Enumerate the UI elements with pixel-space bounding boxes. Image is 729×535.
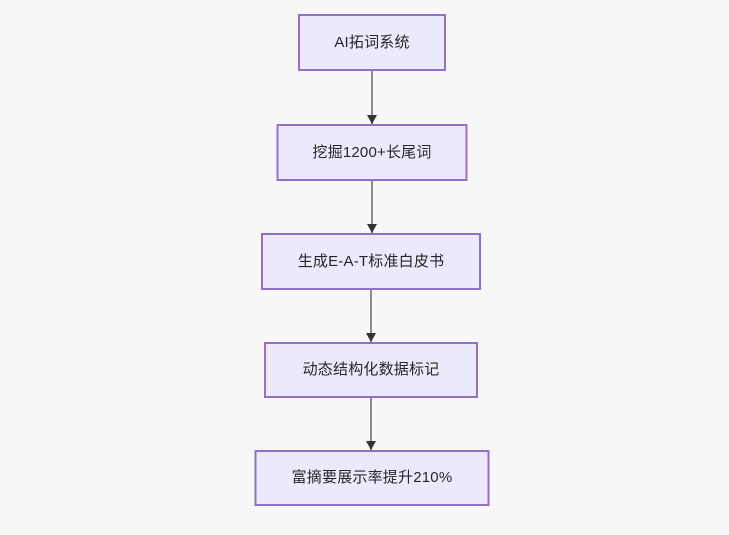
flow-edge-3-to-4 [364,290,378,342]
flow-edge-2-to-3 [365,181,379,233]
flow-node-label: 生成E-A-T标准白皮书 [297,252,445,270]
flow-edge-1-to-2 [365,71,379,124]
flow-node-label: 动态结构化数据标记 [302,361,440,378]
edge-line [370,290,372,342]
flow-node-ai-keyword-system[interactable]: AI拓词系统 [298,14,446,71]
flow-node-rich-snippet-rate-increase[interactable]: 富摘要展示率提升210% [254,450,490,506]
arrow-head-icon [367,115,377,124]
arrow-head-icon [367,224,377,233]
arrow-head-icon [366,441,376,450]
flow-node-dynamic-structured-data-markup[interactable]: 动态结构化数据标记 [264,342,478,398]
flow-node-label: 富摘要展示率提升210% [291,469,453,486]
flow-node-mine-longtail-keywords[interactable]: 挖掘1200+长尾词 [276,124,468,181]
flow-node-generate-eat-whitepaper[interactable]: 生成E-A-T标准白皮书 [261,233,481,290]
flow-node-label: AI拓词系统 [334,33,410,51]
edge-line [371,181,373,233]
edge-line [370,398,372,450]
flow-node-label: 挖掘1200+长尾词 [312,143,432,161]
edge-line [371,71,373,124]
arrow-head-icon [366,333,376,342]
flow-edge-4-to-5 [364,398,378,450]
